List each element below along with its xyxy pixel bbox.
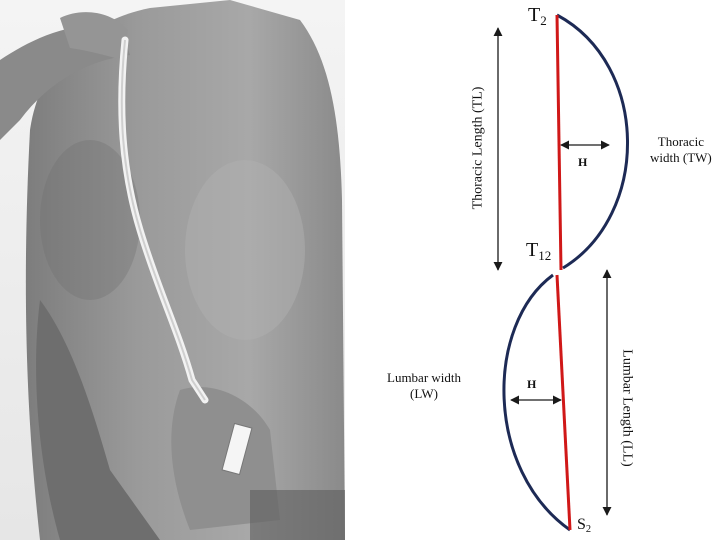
thoracic-chord — [557, 15, 561, 270]
label-t2: T2 — [528, 4, 547, 29]
label-thoracic-length: Thoracic Length (TL) — [470, 87, 486, 210]
label-lumbar-width: Lumbar width (LW) — [387, 370, 461, 402]
diagram-svg — [345, 0, 717, 540]
label-lumbar-length: Lumbar Length (LL) — [619, 349, 635, 466]
label-h-lumbar: H — [527, 377, 536, 392]
label-s2: S2 — [577, 516, 591, 535]
curve-diagram: T2 T12 S2 H H Thoracic width (TW) Lumbar… — [345, 0, 717, 540]
back-photo — [0, 0, 345, 540]
back-photo-illustration — [0, 0, 345, 540]
lumbar-chord — [557, 275, 570, 530]
label-thoracic-width: Thoracic width (TW) — [650, 134, 712, 166]
label-t12: T12 — [526, 239, 551, 264]
label-h-thoracic: H — [578, 155, 587, 170]
thoracic-curve — [557, 15, 628, 268]
